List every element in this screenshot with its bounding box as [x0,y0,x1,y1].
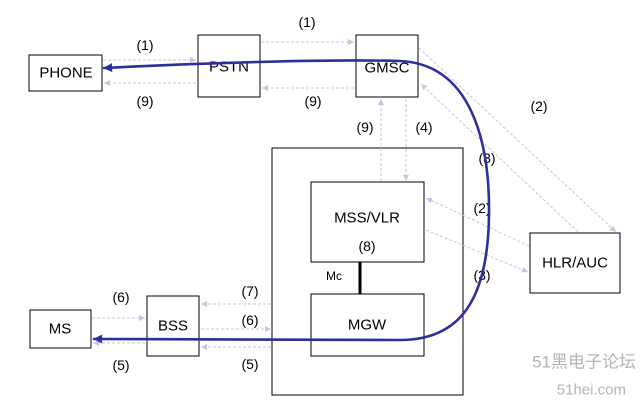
node-hlr-auc: HLR/AUC [529,232,621,294]
step-label-pstn-to-gmsc: (1) [298,14,315,30]
step-label-core-to-bss-5: (5) [241,356,258,372]
watermark-domain: 51hei.com [557,382,626,399]
node-phone-label: PHONE [39,65,92,82]
step-label-gmsc-to-hlr: (2) [530,98,547,114]
step-label-ms-to-bss: (6) [112,289,129,305]
watermark-site-name: 51黑电子论坛 [532,353,636,372]
step-label-bss-to-core-6: (6) [241,312,258,328]
node-bss-label: BSS [158,318,188,335]
bearer-path-phone-to-ms [92,59,491,344]
step-label-gmsc-to-mss: (4) [415,119,432,135]
node-gmsc: GMSC [355,34,419,98]
step-label-hlr-to-mss: (2) [473,200,490,216]
core-network-container [271,147,464,396]
edge-gmsc-to-hlr [418,47,617,233]
step-label-bss-to-ms: (5) [112,357,129,373]
step-label-pstn-to-phone: (9) [136,93,153,109]
node-ms: MS [29,309,92,349]
node-phone: PHONE [28,54,103,92]
node-ms-label: MS [49,321,72,338]
signaling-edges [92,39,617,350]
node-mgw-label: MGW [348,317,387,334]
node-pstn: PSTN [197,34,261,98]
node-mss-vlr-label: MSS/VLR [334,210,400,227]
node-gmsc-label: GMSC [365,60,410,77]
node-hlr-auc-label: HLR/AUC [542,255,608,272]
step-label-core-to-bss-7: (7) [241,283,258,299]
edge-mss-to-hlr [425,229,529,273]
node-mss-vlr: MSS/VLR [310,181,425,263]
node-mgw: MGW [310,293,425,357]
node-bss: BSS [146,295,200,357]
step-label-gmsc-to-pstn: (9) [304,93,321,109]
step-label-mss-to-gmsc: (9) [356,119,373,135]
mc-interface-label: Mc [326,269,342,283]
step-label-mss-to-mgw: (8) [358,238,375,254]
edge-hlr-to-mss [425,197,530,247]
edge-hlr-to-gmsc [420,83,579,233]
step-label-hlr-to-gmsc: (3) [478,150,495,166]
node-pstn-label: PSTN [209,59,249,76]
step-label-phone-to-pstn: (1) [136,37,153,53]
watermark: 51黑电子论坛 51hei.com [532,353,636,399]
step-labels: (1) (9) (1) (9) (2) (3) (9) (4) (2) (3) … [112,14,547,373]
